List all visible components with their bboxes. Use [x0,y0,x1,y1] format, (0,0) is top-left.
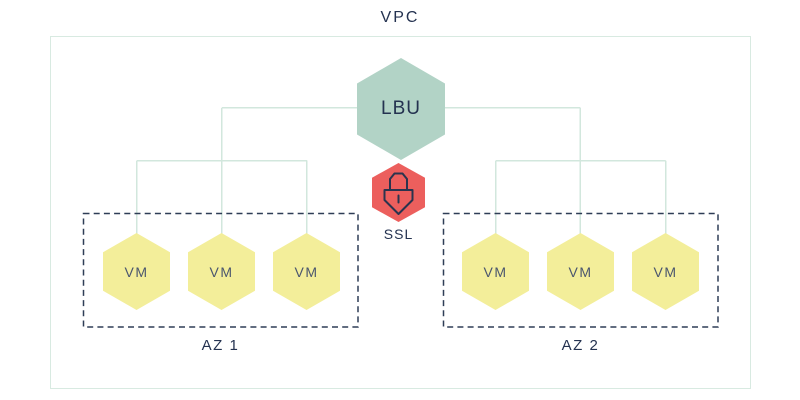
vm-label: VM [483,263,508,280]
vm-label: VM [294,263,319,280]
az2-boundary [442,212,719,328]
diagram-title: VPC [380,9,420,26]
vm-label: VM [124,263,149,280]
ssl-label: SSL [383,226,414,242]
vpc-boundary [50,36,751,389]
vm-hexagon: VM [632,233,699,310]
ssl-hexagon [372,163,425,222]
az1-boundary [82,212,359,328]
vm-hexagon: VM [547,233,614,310]
az1-label: AZ 1 [201,337,240,354]
lock-icon [383,172,414,215]
vm-label: VM [209,263,234,280]
vm-hexagon: VM [462,233,529,310]
vm-label: VM [568,263,593,280]
vm-label: VM [653,263,678,280]
az2-label: AZ 2 [561,337,600,354]
lbu-label: LBU [381,98,421,119]
